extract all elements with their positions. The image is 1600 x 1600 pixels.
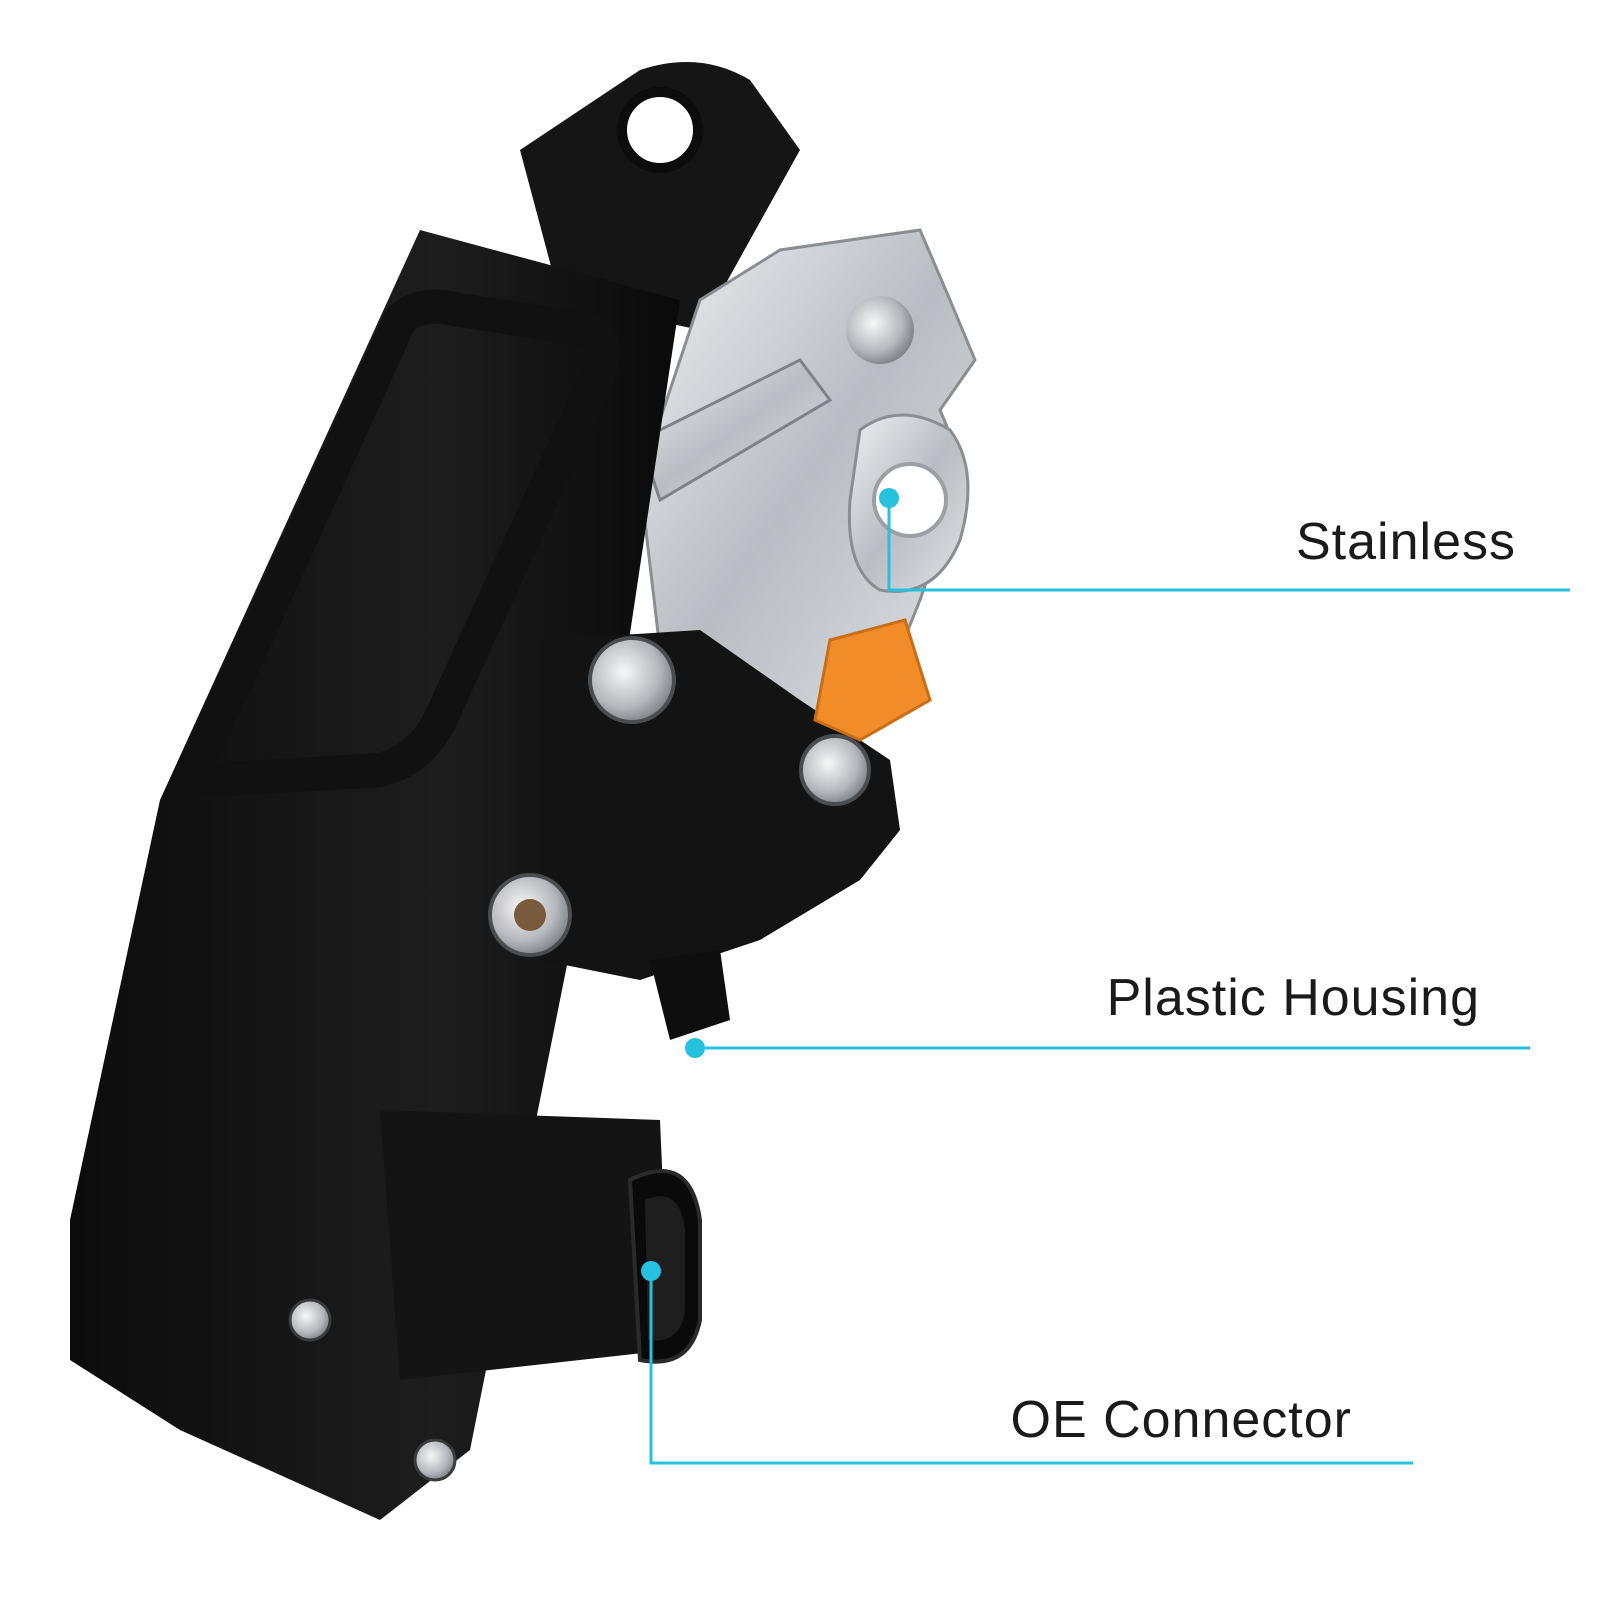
- callout-label-oe-connector: OE Connector: [1010, 1391, 1352, 1449]
- connector-body: [380, 1110, 670, 1380]
- screw-bottom: [413, 1438, 457, 1482]
- black-lever-loop: [183, 289, 621, 797]
- top-bracket-hole: [617, 87, 703, 173]
- screw-left: [288, 1298, 332, 1342]
- callout-dot-oe-connector: [641, 1261, 661, 1281]
- callout-plastic-housing-leader: [685, 1038, 1530, 1058]
- callout-label-stainless: Stainless: [1296, 513, 1516, 571]
- housing-clip: [650, 950, 730, 1040]
- connector-plug-opening: [645, 1196, 685, 1341]
- stainless-ring-hole: [872, 462, 948, 538]
- callout-label-plastic-housing: Plastic Housing: [1106, 969, 1480, 1027]
- right-bolt: [799, 734, 871, 806]
- upper-rivet: [846, 296, 914, 364]
- center-bolt: [588, 636, 676, 724]
- orange-tab: [813, 618, 932, 742]
- stainless-lever: [638, 358, 833, 503]
- lower-bolt-inner: [514, 899, 546, 931]
- top-bracket: [520, 62, 800, 330]
- callout-dot-plastic-housing: [685, 1038, 705, 1058]
- callout-oe-connector-leader: [641, 1261, 1413, 1465]
- callout-dot-stainless: [879, 488, 899, 508]
- callout-stainless-leader: [879, 488, 1570, 592]
